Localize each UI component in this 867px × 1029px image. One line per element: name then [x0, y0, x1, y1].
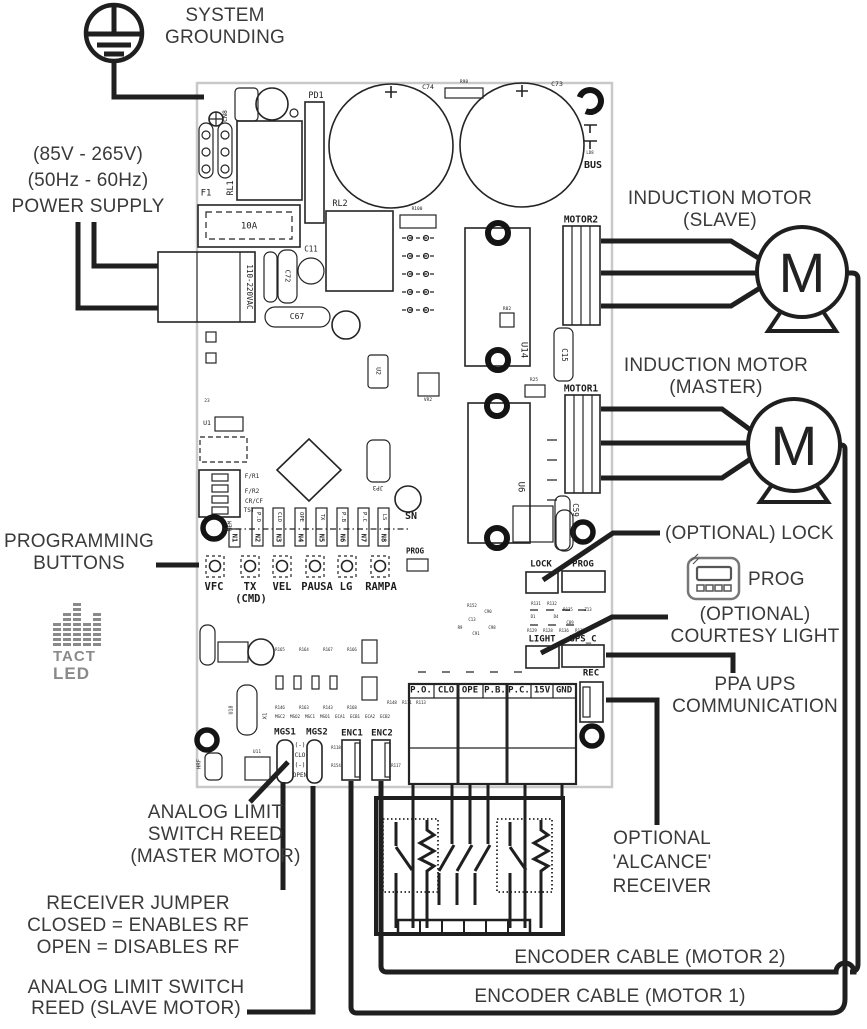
label-analog-limit-master: ANALOG LIMIT SWITCH REED (MASTER MOTOR) — [130, 802, 301, 868]
label-encoder-cable-motor2: ENCODER CABLE (MOTOR 2) — [514, 947, 786, 968]
tact-led-bar-column — [73, 602, 81, 646]
slave-motor: M — [755, 225, 849, 333]
label-induction-motor-master: INDUCTION MOTOR (MASTER) — [623, 355, 809, 399]
label-programming-buttons: PROGRAMMING BUTTONS — [4, 531, 154, 575]
capacitor-c74 — [328, 83, 454, 209]
label-system-grounding: SYSTEM GROUNDING — [164, 5, 286, 49]
tact-led-logo: TACT LED — [50, 598, 120, 683]
label-courtesy-light: (OPTIONAL) COURTESY LIGHT — [670, 604, 840, 648]
terminal-block — [407, 671, 578, 786]
label-analog-limit-slave: ANALOG LIMIT SWITCH REED (SLAVE MOTOR) — [27, 977, 245, 1020]
tact-word: TACT — [53, 648, 96, 665]
slave-motor-m: M — [779, 241, 826, 304]
label-receiver-jumper: RECEIVER JUMPER CLOSED = ENABLES RF OPEN… — [27, 893, 249, 959]
master-motor: M — [746, 397, 842, 504]
label-encoder-cable-motor1: ENCODER CABLE (MOTOR 1) — [474, 986, 746, 1007]
ground-symbol-icon — [83, 2, 145, 64]
tact-led-bar-column — [63, 612, 71, 646]
board-components — [157, 82, 606, 786]
label-induction-motor-slave: INDUCTION MOTOR (SLAVE) — [627, 188, 813, 232]
tact-led-bar-column — [93, 612, 101, 646]
label-ppa-ups: PPA UPS COMMUNICATION — [672, 674, 838, 718]
encoder-cable-motor2-wire — [378, 270, 861, 975]
connection-wires — [75, 61, 861, 1016]
master-motor-m: M — [771, 414, 818, 477]
label-prog: PROG — [748, 569, 805, 590]
prog-remote-icon — [686, 553, 741, 601]
label-power-supply: (85V - 265V) (50Hz - 60Hz) POWER SUPPLY — [11, 144, 165, 218]
capacitor-c73 — [459, 82, 585, 208]
programming-button-row — [205, 555, 390, 578]
led-word: LED — [53, 663, 90, 683]
pcb-board — [195, 81, 614, 789]
label-alcance-receiver: OPTIONAL 'ALCANCE' RECEIVER — [612, 828, 712, 898]
tact-led-bars — [53, 598, 120, 646]
tact-led-bar-column — [53, 622, 61, 646]
limit-switch-schematic — [374, 784, 565, 936]
motor-wires — [601, 238, 762, 481]
pcb-board-outline — [195, 81, 614, 789]
tact-led-bar-column — [83, 622, 91, 646]
label-optional-lock: (OPTIONAL) LOCK — [665, 523, 834, 544]
encoder-cable-motor1-wire — [348, 442, 848, 1016]
